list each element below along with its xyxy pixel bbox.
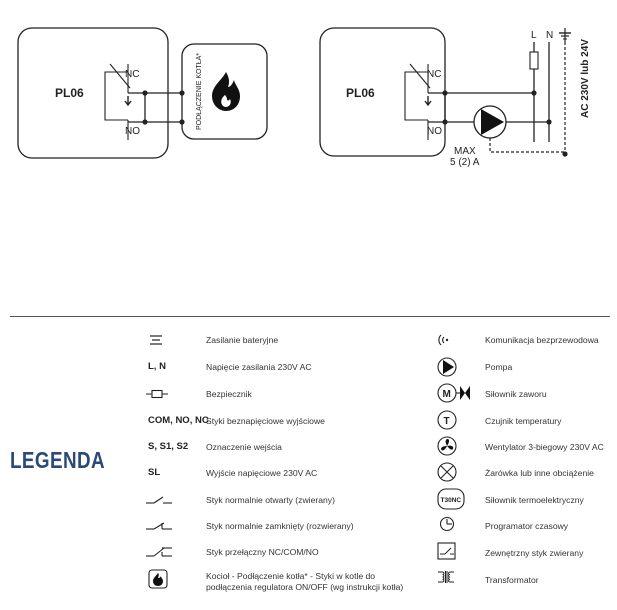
legend-valve-text: Siłownik zaworu [485, 389, 547, 399]
legend-nc-contact-text: Styk normalnie zamknięty (rozwierany) [206, 521, 354, 531]
legend-battery-text: Zasilanie bateryjne [206, 335, 279, 345]
left-no-label: NO [125, 126, 140, 137]
valve-actuator-icon: M [437, 383, 471, 403]
left-device-label: PL06 [55, 86, 84, 100]
line-l-label: L [531, 30, 537, 41]
max-current-label: MAX [454, 146, 476, 157]
legend-s-text: Oznaczenie wejścia [206, 442, 282, 452]
supply-voltage-label: AC 230V lub 24V [580, 39, 591, 118]
temperature-sensor-icon: T [437, 410, 457, 430]
left-wiring-diagram: PL06 NC NO PODŁĄCZENIE KOTŁA* [17, 27, 268, 159]
legend-external-contact-text: Zewnętrzny styk zwierany [485, 548, 584, 558]
legend-pump-text: Pompa [485, 362, 513, 372]
right-no-label: NO [427, 126, 442, 137]
timer-programmer-icon [439, 516, 455, 532]
right-wiring-diagram: PL06 NC NO L N [319, 27, 591, 168]
fuse-legend-icon [146, 389, 168, 399]
bulb-load-icon [437, 462, 457, 482]
legend-changeover-text: Styk przełączny NC/COM/NO [206, 547, 319, 557]
line-n-label: N [546, 30, 553, 41]
right-device-label: PL06 [346, 86, 375, 100]
thermoelectric-actuator-label: T30NC [441, 497, 462, 504]
legend-title: LEGENDA [10, 447, 106, 473]
legend-boiler-text-2: podłączenia regulatora ON/OFF (wg instru… [206, 582, 404, 592]
legend-boiler-text: Kocioł - Podłączenie kotła* - Styki w ko… [206, 571, 376, 581]
pump-icon [473, 105, 507, 139]
legend-temp-text: Czujnik temperatury [485, 416, 562, 426]
legend-ln-text: Napięcie zasilania 230V AC [206, 362, 312, 372]
external-contact-icon [437, 542, 457, 560]
pump-legend-icon [437, 357, 457, 377]
wireless-icon [437, 333, 451, 347]
normally-open-contact-icon [146, 494, 172, 506]
legend-thermo-text: Siłownik termoelektryczny [485, 495, 584, 505]
ground-icon [559, 28, 571, 42]
fan-icon [437, 436, 457, 456]
legend-s-symbol: S, S1, S2 [148, 441, 189, 452]
legend-fuse-text: Bezpiecznik [206, 389, 252, 399]
max-current-value: 5 (2) A [450, 157, 480, 168]
transformer-icon [437, 570, 455, 584]
boiler-connection-box [181, 43, 268, 140]
boiler-flame-icon [212, 72, 240, 111]
legend-fan-text: Wentylator 3-biegowy 230V AC [485, 442, 604, 452]
legend-com-symbol: COM, NO, NC [148, 415, 209, 426]
thermoelectric-actuator-icon: T30NC [437, 488, 465, 510]
legend-transformer-text: Transformator [485, 575, 539, 585]
boiler-connection-label: PODŁĄCZENIE KOTŁA* [196, 53, 203, 130]
normally-closed-contact-icon [146, 520, 172, 532]
legend-com-text: Styki beznapięciowe wyjściowe [206, 416, 325, 426]
legend-no-contact-text: Styk normalnie otwarty (zwierany) [206, 495, 335, 505]
temperature-sensor-label: T [444, 416, 450, 427]
boiler-legend-icon [148, 569, 168, 589]
fuse-icon [529, 51, 539, 70]
legend-timer-text: Programator czasowy [485, 521, 569, 531]
legend-divider [10, 316, 610, 317]
right-nc-label: NC [427, 69, 441, 80]
battery-icon [148, 334, 164, 346]
legend-bulb-text: Żarówka lub inne obciążenie [485, 468, 594, 478]
wiring-diagrams: PL06 NC NO PODŁĄCZENIE KOTŁA* PL06 [17, 27, 591, 168]
left-nc-label: NC [125, 69, 139, 80]
legend-sl-symbol: SL [148, 467, 161, 478]
legend-sl-text: Wyjście napięciowe 230V AC [206, 468, 318, 478]
valve-actuator-label: M [443, 389, 451, 400]
changeover-contact-icon [146, 546, 172, 558]
legend-wireless-text: Komunikacja bezprzewodowa [485, 335, 599, 345]
legend-ln-symbol: L, N [148, 361, 166, 372]
